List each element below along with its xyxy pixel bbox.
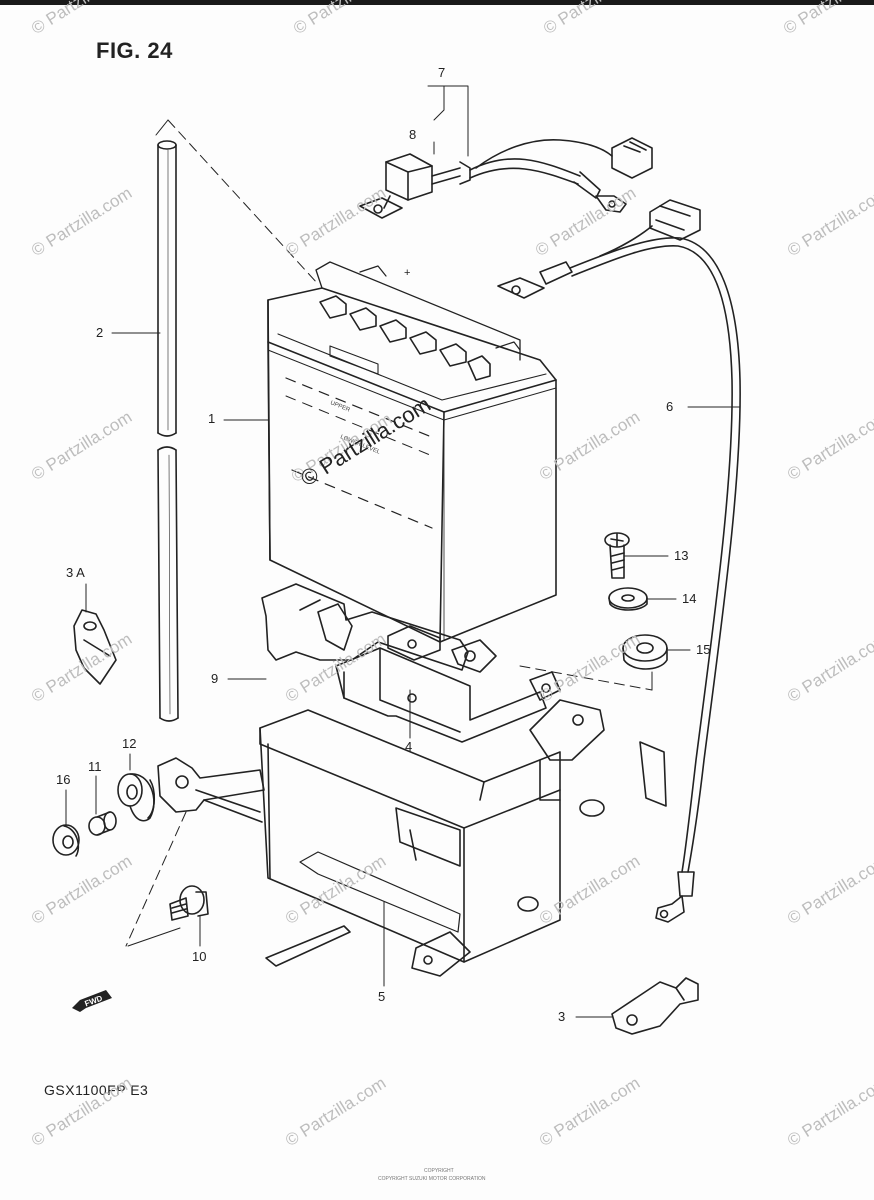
grommet-12 [117, 773, 156, 822]
callout-15: 15 [696, 642, 711, 657]
breather-tube [157, 140, 179, 722]
bracket-3 [611, 977, 699, 1035]
dashed-guides [125, 119, 653, 947]
callout-2: 2 [96, 325, 104, 340]
footer-copyright: COPYRIGHT [424, 1168, 454, 1174]
figure-title: FIG. 24 [96, 38, 173, 63]
top-border [0, 0, 874, 5]
callout-4: 4 [405, 739, 413, 754]
callout-12: 12 [122, 736, 137, 751]
footer-copyright-line: COPYRIGHT SUZUKI MOTOR CORPORATION [378, 1176, 486, 1182]
washer-16 [52, 824, 80, 857]
model-code: GSX1100FP E3 [44, 1082, 149, 1098]
battery-case-4 [335, 647, 547, 743]
battery-cable [497, 199, 741, 923]
collar-11 [88, 811, 117, 836]
callout-8: 8 [409, 127, 417, 142]
callout-5: 5 [378, 989, 386, 1004]
fwd-arrow-icon: FWD [72, 990, 112, 1012]
callout-11: 11 [88, 759, 102, 774]
clamp-3a [73, 609, 117, 685]
callout-13: 13 [674, 548, 689, 563]
callout-16: 16 [56, 772, 71, 787]
callout-6: 6 [666, 399, 674, 414]
bolt-10 [169, 885, 209, 921]
battery [267, 261, 557, 643]
battery-tray-5 [157, 625, 667, 977]
callout-10: 10 [192, 949, 207, 964]
holder-plate-9 [261, 583, 469, 671]
battery-plus-mark: + [404, 267, 410, 279]
callout-7: 7 [438, 65, 446, 80]
callout-3: 3 [558, 1009, 566, 1024]
grommet-15 [622, 634, 668, 670]
leader-lines [65, 85, 741, 1018]
battery-lead-harness [359, 137, 653, 219]
callout-9: 9 [211, 671, 219, 686]
bolt-13 [604, 532, 630, 579]
fwd-label: FWD [83, 994, 103, 1009]
washer-14 [608, 587, 648, 611]
callout-14: 14 [682, 591, 697, 606]
callout-1: 1 [208, 411, 216, 426]
callout-3a: 3 A [66, 565, 85, 580]
